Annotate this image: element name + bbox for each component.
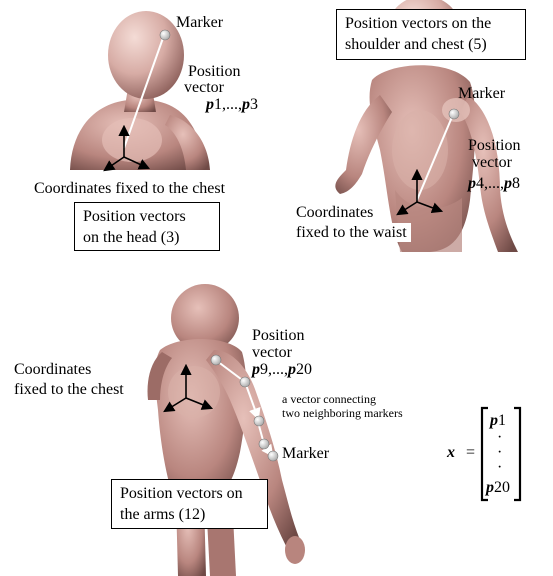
head-marker-label: Marker xyxy=(176,13,223,32)
equation-x: x xyxy=(447,443,455,462)
arm-marker-elbow xyxy=(254,416,264,426)
arm-marker-shoulder xyxy=(211,355,221,365)
shoulder-vectors-box: Position vectors on the shoulder and che… xyxy=(336,9,526,60)
shoulder-marker xyxy=(449,109,459,119)
shoulder-marker-label: Marker xyxy=(458,84,505,103)
connecting-vector-label-1: a vector connecting xyxy=(282,392,376,406)
head-marker xyxy=(160,30,170,40)
arm-vectors-box: Position vectors on the arms (12) xyxy=(111,479,268,529)
equation-equals: = xyxy=(466,443,475,462)
arm-marker-upper xyxy=(240,377,250,387)
waist-coordinates-label-1: Coordinates xyxy=(296,203,373,222)
arm-vector-range: p9,...,p20 xyxy=(252,360,312,379)
head-vector-range: p1,...,p3 xyxy=(206,95,258,114)
equation-bottom-entry: p20 xyxy=(486,478,510,497)
arm-marker-wrist xyxy=(268,451,278,461)
arm-coordinates-label-1: Coordinates xyxy=(14,360,91,379)
head-coordinates-label: Coordinates fixed to the chest xyxy=(34,179,225,198)
arm-coordinates-label-2: fixed to the chest xyxy=(14,380,124,399)
waist-coordinates-label-2: fixed to the waist xyxy=(296,223,411,242)
shoulder-position-vector-label-2: vector xyxy=(472,153,512,172)
head-vectors-box: Position vectors on the head (3) xyxy=(74,202,220,251)
connecting-vector-label-2: two neighboring markers xyxy=(282,406,403,420)
arm-marker-label: Marker xyxy=(282,444,329,463)
shoulder-vector-range: p4,...,p8 xyxy=(468,174,520,193)
equation-dot-3: · xyxy=(497,458,502,477)
arm-marker-forearm xyxy=(259,439,269,449)
